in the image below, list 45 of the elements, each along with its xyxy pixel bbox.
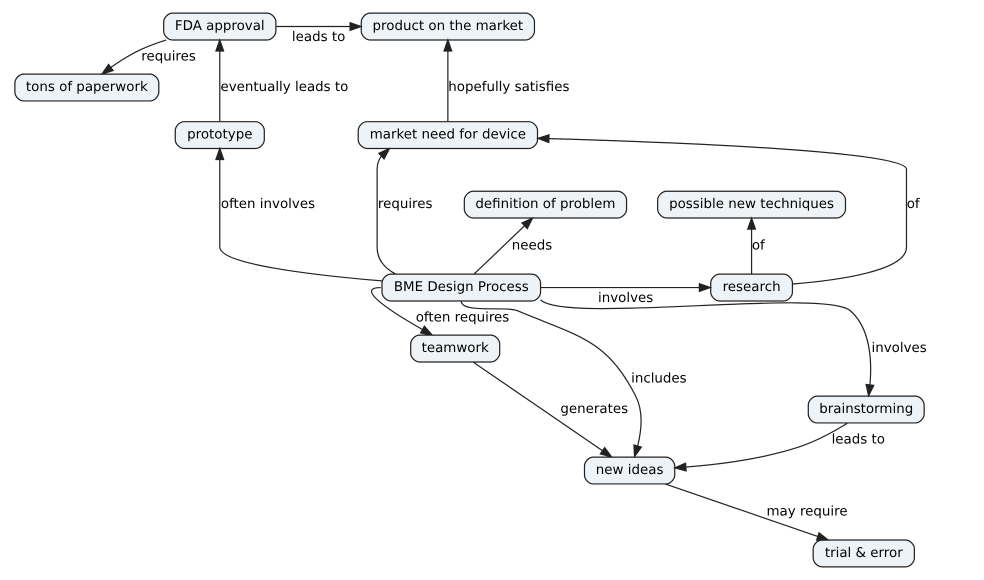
- arrow: [376, 147, 396, 274]
- arrow: [100, 39, 166, 76]
- node-box: trial & error: [812, 539, 916, 568]
- edge-label: often requires: [416, 310, 510, 326]
- edge-label: leads to: [292, 30, 346, 45]
- node-box: BME Design Process: [381, 274, 542, 302]
- edge-label: includes: [631, 371, 687, 386]
- node-box: FDA approval: [163, 12, 276, 41]
- edge-label: eventually leads to: [220, 80, 348, 95]
- edge-label: of: [752, 238, 765, 254]
- arrow: [215, 38, 224, 122]
- node-box: definition of problem: [464, 190, 628, 219]
- edge-label: needs: [512, 238, 552, 254]
- edge-label: requires: [378, 197, 433, 212]
- node-box: brainstorming: [808, 396, 925, 424]
- arrow: [746, 216, 756, 274]
- arrow: [371, 286, 434, 336]
- edge-label: involves: [598, 290, 654, 306]
- node-box: product on the market: [360, 12, 536, 41]
- node-box: possible new techniques: [657, 190, 846, 219]
- arrow: [460, 300, 642, 458]
- node-box: market need for device: [358, 121, 538, 150]
- node-box: new ideas: [584, 456, 676, 485]
- arrow: [664, 483, 830, 541]
- edge-label: leads to: [832, 432, 886, 448]
- node-box: research: [710, 274, 794, 302]
- node-box: prototype: [174, 121, 265, 150]
- arrow: [474, 216, 534, 275]
- edge-label: often involves: [220, 197, 316, 212]
- edge-label: of: [906, 197, 920, 212]
- arrow: [540, 282, 712, 292]
- edge-label: involves: [872, 340, 927, 356]
- node-box: tons of paperwork: [14, 74, 160, 102]
- arrow: [473, 362, 614, 458]
- arrow: [276, 22, 363, 32]
- edge-label: requires: [141, 49, 196, 64]
- node-box: teamwork: [410, 334, 500, 363]
- arrow: [540, 299, 875, 398]
- edge-label: hopefully satisfies: [448, 80, 570, 95]
- edge-label: may require: [766, 504, 848, 520]
- arrow: [215, 146, 382, 282]
- arrow: [673, 422, 848, 472]
- arrow: [536, 134, 908, 285]
- arrow: [443, 38, 453, 122]
- edge-label: generates: [560, 402, 628, 417]
